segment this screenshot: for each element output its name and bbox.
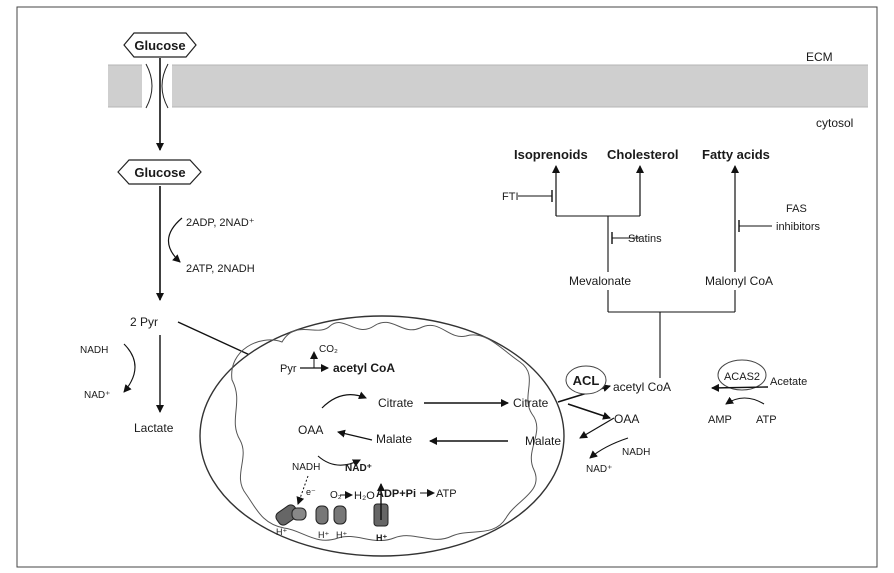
proton-1-label: H⁺ — [276, 527, 287, 537]
cyto-nadh-label: NADH — [622, 447, 650, 458]
oaa-to-malate-arrow — [580, 418, 614, 438]
lactate-label: Lactate — [134, 421, 174, 435]
acas2-cofactor-arc — [726, 398, 764, 404]
cyto-acetyl-coa-label: acetyl CoA — [613, 380, 671, 394]
mito-nadh-label: NADH — [292, 462, 320, 473]
fas-label: FAS — [786, 203, 807, 215]
acl-label: ACL — [573, 373, 600, 388]
fatty-acids-label: Fatty acids — [702, 147, 770, 162]
adp-pi-label: ADP+Pi — [376, 488, 416, 500]
ldh-cofactor-arc — [124, 344, 135, 392]
mito-malate-label: Malate — [376, 432, 412, 446]
mito-citrate-label: Citrate — [378, 396, 414, 410]
plasma-membrane — [108, 65, 868, 107]
proton-3-label: H⁺ — [336, 530, 347, 540]
cyto-malate-label: Malate — [525, 434, 561, 448]
ldh-nad-label: NAD⁺ — [84, 390, 110, 401]
glucose-transporter — [142, 64, 172, 108]
amp-label: AMP — [708, 414, 732, 426]
cholesterol-label: Cholesterol — [607, 147, 679, 162]
glycolysis-outputs: 2ATP, 2NADH — [186, 263, 255, 275]
mito-oaa-label: OAA — [298, 423, 323, 437]
cyto-oaa-label: OAA — [614, 412, 639, 426]
mito-nad-label: NAD⁺ — [345, 463, 372, 474]
proton-4-label: H⁺ — [376, 533, 387, 543]
fti-label: FTI — [502, 191, 519, 203]
electron-label: e⁻ — [306, 487, 316, 497]
mito-pyruvate-label: Pyr — [280, 363, 297, 375]
water-label: H₂O — [354, 490, 375, 502]
acetate-label: Acetate — [770, 376, 807, 388]
cyto-citrate-label: Citrate — [513, 396, 549, 410]
acetate-to-acetyl-coa-arrow — [712, 387, 768, 388]
co2-label: CO₂ — [319, 344, 338, 355]
ldh-nadh-label: NADH — [80, 345, 108, 356]
isoprenoids-label: Isoprenoids — [514, 147, 588, 162]
proton-2-label: H⁺ — [318, 530, 329, 540]
glucose-extracellular-label: Glucose — [134, 38, 185, 53]
acl-to-oaa-arrow — [568, 404, 610, 418]
mevalonate-label: Mevalonate — [569, 274, 631, 288]
glucose-intracellular-label: Glucose — [134, 165, 185, 180]
acas2-label: ACAS2 — [724, 371, 760, 383]
cyto-nad-label: NAD⁺ — [586, 464, 612, 475]
mito-acetyl-coa-label: acetyl CoA — [333, 361, 395, 375]
pyruvate-label: 2 Pyr — [130, 315, 158, 329]
mito-atp-label: ATP — [436, 488, 457, 500]
cyto-atp-label: ATP — [756, 414, 777, 426]
ecm-label: ECM — [806, 50, 833, 64]
glycolysis-cofactor-arc — [168, 218, 182, 262]
fas-inhibitors-label: inhibitors — [776, 221, 821, 233]
malonyl-coa-label: Malonyl CoA — [705, 274, 773, 288]
glycolysis-inputs: 2ADP, 2NAD⁺ — [186, 217, 255, 229]
cytosol-label: cytosol — [816, 116, 853, 130]
statins-label: Statins — [628, 233, 662, 245]
